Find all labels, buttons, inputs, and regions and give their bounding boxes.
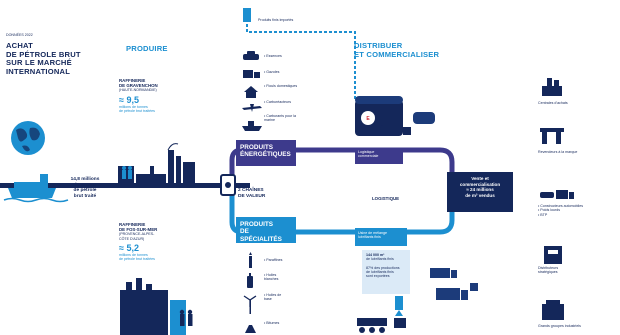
sales-box: Vente et commercialisation ≈ 24 millions… — [447, 172, 513, 212]
specialty-products-box: PRODUITS DE SPÉCIALITÉS — [236, 217, 296, 243]
crude-volume-box: 14,8 millions de tonnes de pétrole brut … — [70, 177, 100, 199]
industrial-group-icon — [542, 300, 564, 320]
specialty-product-item: Huiles blanches — [264, 273, 290, 293]
fos-refinery-icon — [120, 278, 186, 335]
date-label: DONNÉES 2022 — [6, 33, 33, 37]
lubricants-info-box: 144 000 m³ de lubrifiants finis 87% des … — [362, 250, 410, 294]
imports-flow-line — [246, 14, 356, 100]
logistics-label: LOGISTIQUE — [372, 196, 400, 201]
distributor-icon — [544, 246, 562, 264]
tanker-ship-icon — [3, 174, 69, 203]
specialty-product-item: Huiles de base — [264, 293, 290, 321]
customer-heavy-trucks: Poids lourds — [538, 208, 608, 212]
energy-product-item: Carburants pour la marine — [264, 114, 300, 123]
energy-loop — [229, 147, 455, 186]
energy-product-item: Essences — [264, 54, 324, 70]
customer-industrial-groups: Grands groupes industriels — [538, 324, 581, 328]
fos-block: RAFFINERIE DE FOS-SUR-MER (PROVENCE-ALPE… — [119, 222, 158, 262]
tanker-truck-icon — [380, 112, 435, 135]
lubricant-plant-icon — [357, 296, 406, 333]
specialty-loop — [229, 185, 455, 235]
gas-station-icon — [540, 128, 564, 144]
customer-group-automotive: Constructeurs automobiles Poids lourds B… — [538, 204, 608, 217]
energy-product-item: Carburéacteurs — [264, 100, 324, 114]
produire-heading: PRODUIRE — [126, 44, 168, 53]
gravenchon-block: RAFFINERIE DE GRAVENCHON (HAUTE-NORMANDI… — [119, 78, 158, 113]
globe-icon — [11, 121, 45, 155]
specialty-product-item: Paraffines — [264, 258, 304, 273]
ship-icon — [242, 121, 262, 131]
import-tank-icon — [243, 8, 251, 22]
blending-plant-box: Usine de mélange lubrifiants finis — [355, 228, 407, 246]
commercial-logistics-box: Logistique commerciale — [355, 148, 403, 164]
car-truck-icon — [540, 190, 574, 199]
energy-product-item: Gazoles — [264, 70, 324, 84]
energy-product-item: Fiouls domestiques — [264, 84, 300, 100]
truck-icon — [243, 70, 260, 78]
energy-products-list: Essences Gazoles Fiouls domestiques Carb… — [264, 54, 324, 123]
customer-strategic-distributors: Distributeurs stratégiques — [538, 266, 559, 275]
workers-icon — [122, 166, 132, 179]
specialty-products-list: Paraffines Huiles blanches Huiles de bas… — [264, 258, 304, 325]
imported-products-label: Produits finis importés — [258, 18, 294, 22]
house-icon — [244, 86, 258, 98]
wind-turbine-icon — [243, 295, 257, 314]
energy-products-box: PRODUITS ÉNERGÉTIQUES — [236, 140, 296, 166]
plane-icon — [242, 104, 262, 112]
fos-workers-icon — [179, 309, 193, 326]
delivery-trucks-icon — [430, 268, 478, 300]
bottle-icon — [247, 273, 253, 288]
distribuer-heading: DISTRIBUER ET COMMERCIALISER — [354, 41, 440, 59]
customer-brand-resellers: Revendeurs à la marque — [538, 150, 578, 154]
specialty-product-item: Bitumes — [264, 321, 304, 325]
customer-purchasing-centers: Centrales d'achats — [538, 101, 568, 105]
gravenchon-refinery-icon — [118, 143, 195, 188]
customer-construction: BTP — [538, 213, 608, 217]
value-chains-label: 2 CHAÎNES DE VALEUR — [238, 188, 266, 199]
svg-text:E: E — [366, 116, 370, 122]
road-icon — [245, 325, 256, 333]
car-icon — [243, 51, 259, 60]
candle-icon — [249, 252, 252, 268]
customer-car-makers: Constructeurs automobiles — [538, 204, 608, 208]
purchasing-center-icon — [542, 78, 562, 96]
purchase-title: ACHAT DE PÉTROLE BRUT SUR LE MARCHÉ INTE… — [6, 41, 81, 76]
